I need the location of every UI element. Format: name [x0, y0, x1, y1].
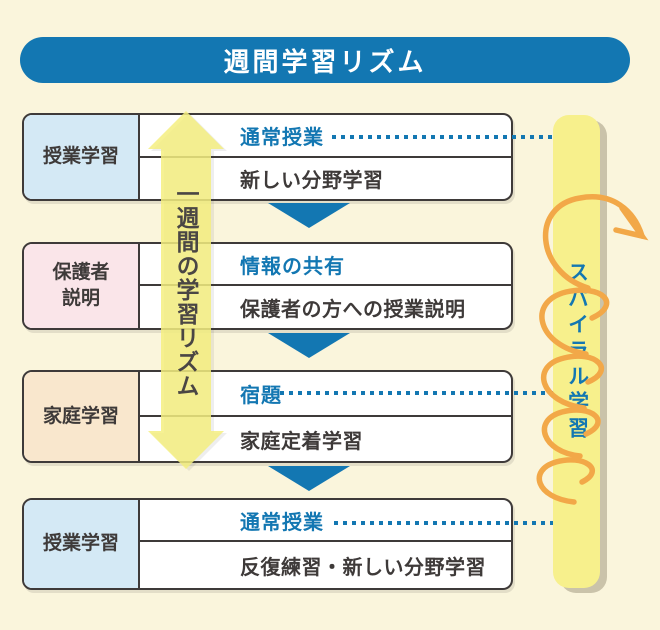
down-arrow-icon [268, 203, 350, 228]
row-label: 授業学習 [24, 500, 140, 588]
row-body: 家庭定着学習 [240, 430, 363, 453]
row-heading: 情報の共有 [240, 255, 345, 278]
row-home-learning: 家庭学習 宿題 家庭定着学習 [22, 370, 513, 463]
row-content: 情報の共有 保護者の方への授業説明 [140, 244, 511, 328]
row-heading: 通常授業 [240, 511, 324, 534]
diagram-title-banner: 週間学習リズム [20, 37, 630, 83]
down-arrow-icon [268, 333, 350, 358]
row-label: 授業学習 [24, 115, 140, 199]
dotted-connector [332, 135, 553, 139]
spiral-arrow-icon [536, 194, 649, 505]
diagram-title: 週間学習リズム [223, 46, 427, 77]
row-body: 保護者の方への授業説明 [240, 298, 466, 321]
row-body: 新しい分野学習 [240, 170, 384, 192]
row-label: 保護者 説明 [24, 244, 140, 328]
row-parent-briefing: 保護者 説明 情報の共有 保護者の方への授業説明 [22, 242, 513, 330]
row-content: 宿題 家庭定着学習 [140, 372, 511, 461]
down-arrow-icon [268, 466, 350, 491]
dotted-connector [280, 391, 553, 395]
row-class-learning-2: 授業学習 通常授業 反復練習・新しい分野学習 [22, 498, 513, 590]
row-heading: 宿題 [240, 385, 282, 407]
row-class-learning-1: 授業学習 通常授業 新しい分野学習 [22, 113, 513, 201]
row-content: 通常授業 新しい分野学習 [140, 115, 511, 199]
dotted-connector [334, 521, 553, 525]
row-heading: 通常授業 [240, 127, 324, 149]
weekly-cycle-label: 一週間の学習リズム [173, 182, 199, 398]
weekly-cycle-double-arrow-icon [148, 111, 224, 469]
row-content: 通常授業 反復練習・新しい分野学習 [140, 500, 511, 588]
row-body: 反復練習・新しい分野学習 [240, 556, 486, 579]
row-label: 家庭学習 [24, 372, 140, 461]
